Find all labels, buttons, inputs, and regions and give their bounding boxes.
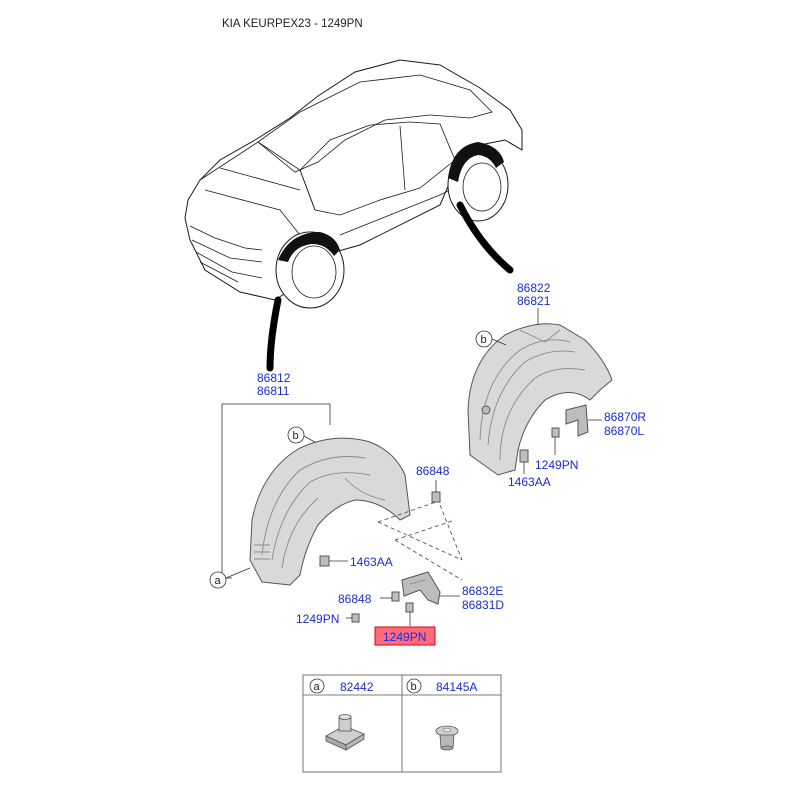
legend-a-part[interactable]: 82442 [340,680,374,694]
legend-table: a 82442 b 84145A [302,674,502,773]
callout-a [209,571,227,589]
part-86870L-label[interactable]: 86870L [604,424,644,438]
part-1249PN-rear-label[interactable]: 1249PN [535,458,578,472]
highlight-box [374,626,436,646]
rear-bracket [565,404,589,437]
part-86870R-label[interactable]: 86870R [604,410,646,424]
legend-b-letter: b [411,681,417,693]
rear-bolt [519,449,529,463]
callout-b-front-label: b [293,430,299,442]
part-86811-label[interactable]: 86811 [257,384,290,398]
callout-a-label: a [215,575,222,587]
mud-guard [401,571,441,605]
rear-screw [551,427,560,438]
front-wheel-liner [249,437,411,586]
part-86848-lower-label[interactable]: 86848 [338,592,372,606]
legend-b-part[interactable]: 84145A [436,680,477,694]
legend-a-circle [309,678,325,694]
part-86812-label[interactable]: 86812 [257,371,291,385]
part-1463AA-rear-label[interactable]: 1463AA [508,475,551,489]
part-1249PN-highlighted-label[interactable]: 1249PN [383,630,426,644]
legend-b-circle [406,678,422,694]
part-86832E-label[interactable]: 86832E [462,584,503,598]
rear-wheel-liner [467,323,613,476]
part-86831D-label[interactable]: 86831D [462,598,504,612]
part-86848-upper-label[interactable]: 86848 [416,464,450,478]
callout-b-rear-label: b [481,334,487,346]
diagram-title: KIA KEURPEX23 - 1249PN [222,18,363,30]
part-86821-label[interactable]: 86821 [517,294,551,308]
push-rivet-clip-icon [435,725,459,751]
square-nut-clip-icon [325,714,365,751]
callout-b-front [287,426,305,444]
part-86822-label[interactable]: 86822 [517,281,551,295]
upper-clip [431,491,441,503]
part-1463AA-front-label[interactable]: 1463AA [350,555,393,569]
lower-clip [391,591,400,602]
part-1249PN-front-label[interactable]: 1249PN [296,612,339,626]
front-bolt [319,555,330,567]
legend-a-letter: a [314,681,321,693]
car-illustration [184,59,523,372]
